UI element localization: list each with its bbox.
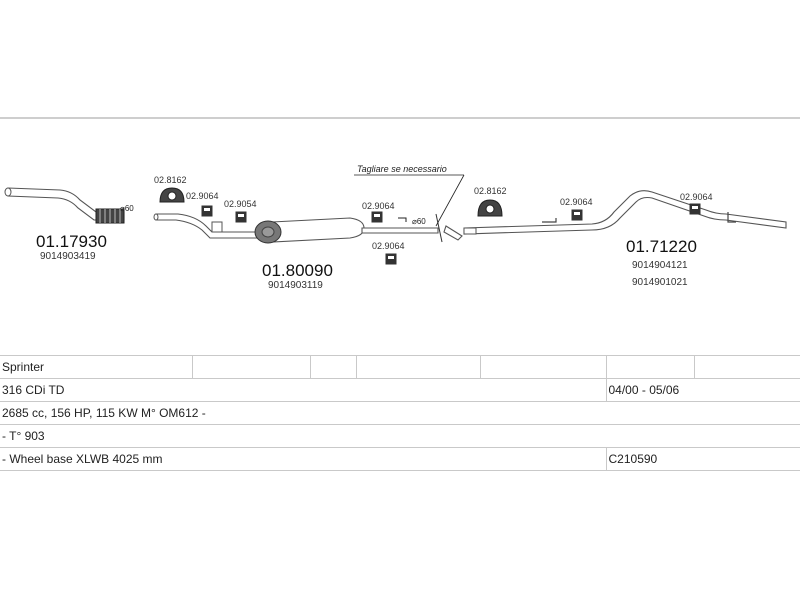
hanger-clamp-icon: [201, 205, 213, 217]
table-row: Sprinter: [0, 355, 800, 379]
table-row: - T° 903: [0, 424, 800, 448]
accessory-label-a5: 02.9064: [372, 241, 405, 251]
vehicle-period: 04/00 - 05/06: [605, 378, 800, 402]
oem-number-rear-pipe-2: 9014901021: [632, 277, 688, 288]
accessory-label-a1: 02.8162: [154, 175, 187, 185]
hanger-clamp-icon: [385, 253, 397, 265]
diameter-label-middle: ⌀60: [412, 217, 426, 226]
bracket-icon: [542, 218, 557, 223]
middle-silencer-drawing: [153, 213, 439, 244]
accessory-label-a3: 02.9054: [224, 199, 257, 209]
hanger-clamp-icon: [689, 203, 701, 215]
rear-pipe-drawing: [443, 190, 787, 241]
vehicle-model: Sprinter: [0, 355, 192, 379]
accessory-label-a2: 02.9064: [186, 191, 219, 201]
accessory-label-a6: 02.8162: [474, 186, 507, 196]
front-pipe-drawing: [4, 187, 125, 224]
accessory-label-a4: 02.9064: [362, 201, 395, 211]
oem-number-middle-silencer: 9014903119: [268, 280, 323, 291]
cut-note-leader: [435, 174, 465, 227]
table-row: 316 CDi TD 04/00 - 05/06: [0, 378, 800, 402]
part-number-front-pipe: 01.17930: [36, 232, 107, 251]
arrow-icon: [398, 217, 407, 222]
oem-number-rear-pipe-1: 9014904121: [632, 260, 688, 271]
hanger-clamp-icon: [371, 211, 383, 223]
table-row: - Wheel base XLWB 4025 mm C210590: [0, 447, 800, 471]
vehicle-type: - T° 903: [0, 424, 800, 448]
rubber-ring-icon: [159, 187, 185, 203]
oem-number-front-pipe: 9014903419: [40, 251, 96, 262]
vehicle-info-table: Sprinter 316 CDi TD 04/00 - 05/06 2685 c…: [0, 355, 800, 471]
vehicle-engine: 2685 cc, 156 HP, 115 KW M° OM612 -: [0, 401, 800, 425]
hanger-clamp-icon: [571, 209, 583, 221]
accessory-label-a7: 02.9064: [560, 197, 593, 207]
part-number-rear-pipe: 01.71220: [626, 237, 697, 256]
kit-code: C210590: [605, 447, 800, 471]
table-row: 2685 cc, 156 HP, 115 KW M° OM612 -: [0, 401, 800, 425]
hanger-clamp-icon: [235, 211, 247, 223]
accessory-label-a8: 02.9064: [680, 192, 713, 202]
rubber-ring-icon: [477, 199, 503, 217]
diameter-label-front: ⌀60: [120, 204, 134, 213]
bracket-icon: [727, 212, 736, 223]
cut-note: Tagliare se necessario: [357, 164, 447, 174]
part-number-middle-silencer: 01.80090: [262, 261, 333, 280]
vehicle-wheelbase: - Wheel base XLWB 4025 mm: [0, 447, 606, 471]
vehicle-version: 316 CDi TD: [0, 378, 606, 402]
cut-mark: [435, 213, 443, 243]
